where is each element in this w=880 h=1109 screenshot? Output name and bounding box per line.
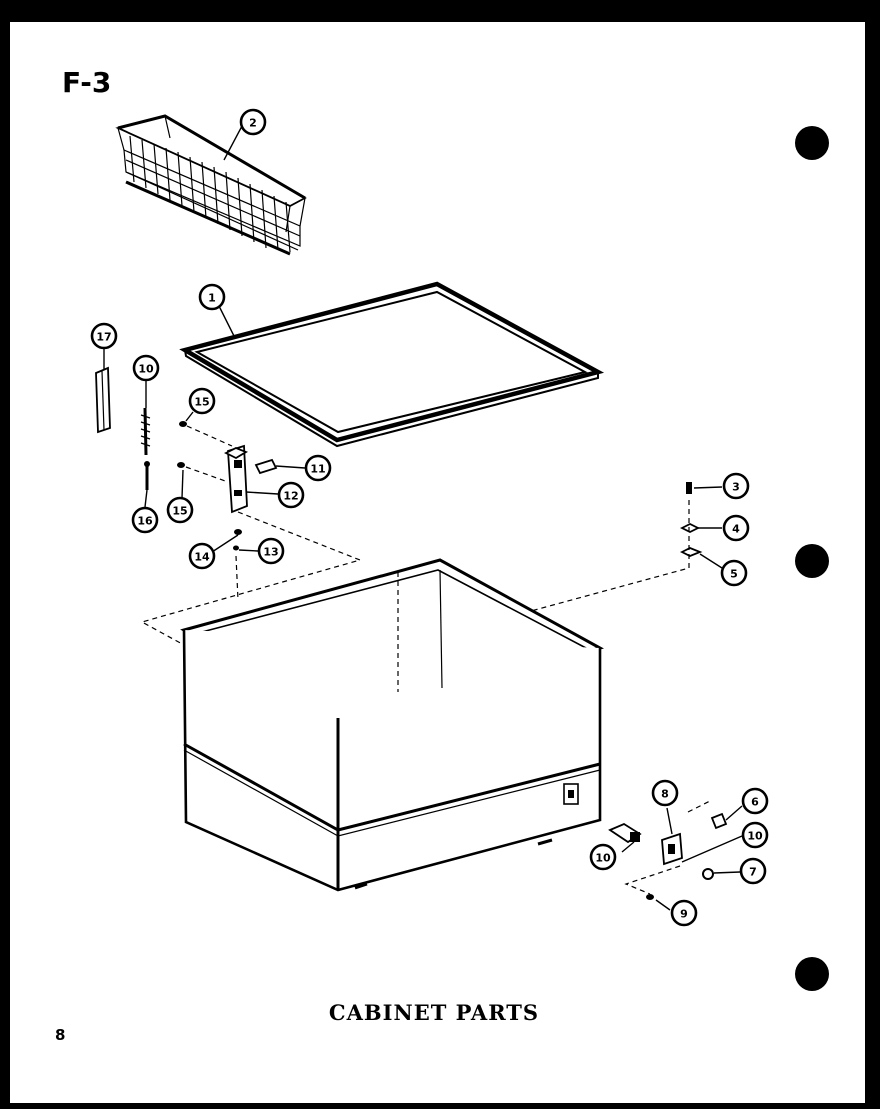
thermostat-hardware-part (608, 799, 743, 911)
leader-2 (223, 125, 243, 161)
hinge-spring-part (140, 407, 151, 456)
leader-1 (218, 305, 235, 337)
callout-2: 2 (239, 108, 267, 136)
hinge-washer-part (211, 529, 259, 553)
callout-3: 3 (722, 472, 750, 500)
svg-text:15: 15 (194, 396, 209, 409)
callout-9: 9 (670, 899, 698, 927)
callout-10-right: 10 (741, 821, 769, 849)
svg-text:17: 17 (96, 331, 111, 344)
leader-15a (185, 411, 194, 422)
leader-16 (144, 489, 148, 508)
binder-hole-bottom (795, 957, 829, 991)
callout-11: 11 (304, 454, 332, 482)
svg-text:7: 7 (749, 866, 757, 879)
diagram-caption: CABINET PARTS (328, 1000, 540, 1025)
explode-line-hinge-vertical (235, 555, 239, 601)
hinge-pin-part (144, 461, 150, 490)
hinge-cap-part (254, 458, 306, 475)
callout-4: 4 (722, 514, 750, 542)
svg-text:11: 11 (310, 463, 325, 476)
wire-basket-part (115, 114, 307, 256)
callout-10-upper: 10 (132, 354, 160, 382)
callout-16: 16 (131, 506, 159, 534)
svg-text:14: 14 (194, 551, 210, 564)
svg-text:16: 16 (137, 515, 153, 528)
svg-text:9: 9 (680, 908, 688, 921)
page-number: 8 (55, 1026, 66, 1044)
callout-6: 6 (741, 787, 769, 815)
svg-text:1: 1 (208, 292, 216, 305)
callout-17: 17 (90, 322, 118, 350)
callout-12: 12 (277, 481, 305, 509)
binder-hole-middle (795, 544, 829, 578)
svg-text:12: 12 (283, 490, 298, 503)
svg-text:6: 6 (751, 796, 759, 809)
svg-text:5: 5 (730, 568, 738, 581)
lid-hinge-part (223, 444, 279, 514)
svg-text:2: 2 (249, 117, 257, 130)
trim-strip-part (95, 366, 111, 434)
cabinet-body-part (180, 558, 604, 892)
figure-id: F-3 (62, 66, 112, 99)
svg-text:3: 3 (732, 481, 740, 494)
svg-text:15: 15 (172, 505, 187, 518)
svg-text:10: 10 (138, 363, 154, 376)
hinge-screw-upper-part (179, 421, 233, 447)
lid-gasket-part (179, 281, 605, 448)
hinge-screw-lower-part (177, 462, 229, 483)
callout-14: 14 (188, 542, 216, 570)
callout-10-lower: 10 (589, 843, 617, 871)
svg-text:13: 13 (263, 546, 278, 559)
callout-8: 8 (651, 779, 679, 807)
callout-15-lower: 15 (166, 496, 194, 524)
callout-1: 1 (198, 283, 226, 311)
callout-5: 5 (720, 559, 748, 587)
explode-line-hinge (140, 511, 362, 646)
svg-text:10: 10 (595, 852, 611, 865)
callout-13: 13 (257, 537, 285, 565)
lid-stop-hardware-part (513, 482, 723, 667)
svg-text:8: 8 (661, 788, 669, 801)
svg-text:4: 4 (732, 523, 740, 536)
svg-text:10: 10 (747, 830, 763, 843)
callout-7: 7 (739, 857, 767, 885)
binder-hole-top (795, 126, 829, 160)
callout-15-upper: 15 (188, 387, 216, 415)
leader-15b (181, 469, 184, 499)
